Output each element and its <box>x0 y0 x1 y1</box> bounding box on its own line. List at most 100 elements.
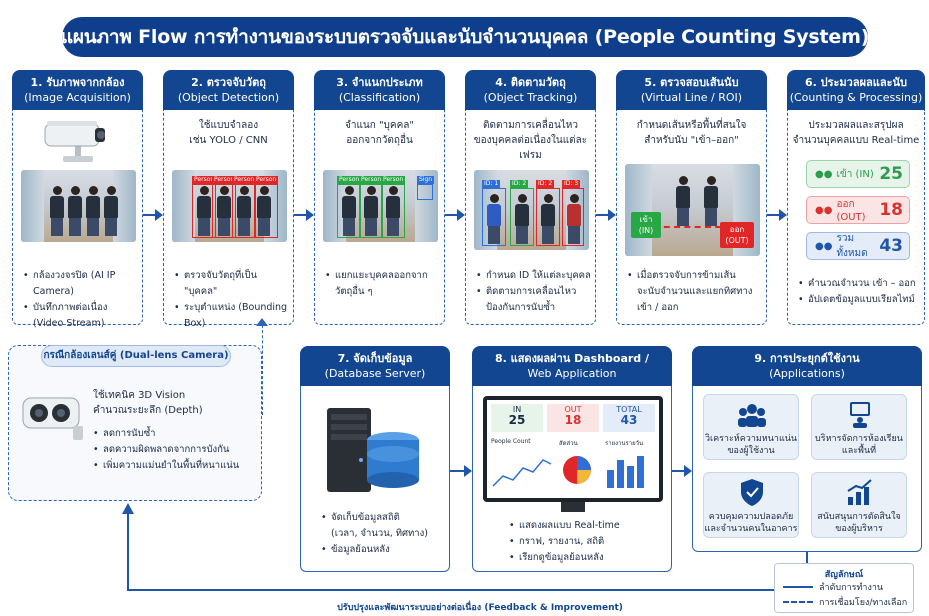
step-8-panel: IN 25 OUT 18 TOTAL 43 People Count สัดส่… <box>472 386 672 572</box>
mini-charts <box>492 456 644 488</box>
step-6-subtitle: (Counting & Processing) <box>789 91 923 104</box>
in-label-en: (IN) <box>638 226 654 235</box>
chart-title-pie: สัดส่วน <box>559 440 578 447</box>
app-decision-label: สนับสนุนการตัดสินใจ <box>817 512 901 522</box>
track-id: ID: 2 <box>536 180 555 188</box>
step-2-photo: Person Person Person Person <box>172 170 287 242</box>
step-1-title: 1. รับภาพจากกล้อง <box>30 76 125 89</box>
tracking-box: ID: 2 <box>536 180 560 246</box>
step-2-header: 2. ตรวจจับวัตถุ (Object Detection) <box>163 70 294 110</box>
step-3-bullet: แยกแยะบุคคลออกจาก <box>325 268 428 284</box>
app-density-label-2: ของผู้ใช้งาน <box>727 446 775 456</box>
kpi-total-value: 43 <box>620 413 638 427</box>
legend: สัญลักษณ์ ลำดับการทำงาน การเชื่อมโยง/ทาง… <box>774 563 914 613</box>
app-density: วิเคราะห์ความหนาแน่น ของผู้ใช้งาน <box>703 394 799 460</box>
page-title: แผนภาพ Flow การทำงานของระบบตรวจจับและนับ… <box>61 17 869 57</box>
step-2-panel: ใช้แบบจำลอง เช่น YOLO / CNN Person Perso… <box>163 110 294 329</box>
count-in-value: 25 <box>879 164 903 184</box>
in-label: เข้า <box>639 215 653 224</box>
count-total-value: 43 <box>879 236 903 256</box>
tracking-box: ID: 3 <box>562 180 584 246</box>
legend-title: สัญลักษณ์ <box>824 570 864 580</box>
group-icon <box>738 404 766 427</box>
chart-title-line: People Count <box>491 438 531 445</box>
step-8-header: 8. แสดงผลผ่าน Dashboard / Web Applicatio… <box>472 346 672 386</box>
ip-camera-icon <box>44 121 105 162</box>
growth-chart-icon <box>847 479 872 505</box>
kpi-total-label: TOTAL <box>616 405 642 414</box>
monitor: IN 25 OUT 18 TOTAL 43 People Count สัดส่… <box>483 396 663 502</box>
track-id: ID: 3 <box>562 180 581 188</box>
step-4-panel: ติดตามการเคลื่อนไหว ของบุคคลต่อเนื่องในแ… <box>465 110 596 325</box>
step-5-bullet: เมื่อตรวจจับการข้ามเส้น <box>627 268 752 284</box>
bounding-box: Person <box>381 176 406 238</box>
people-icon: ●● <box>815 240 833 252</box>
step-1-bullet: บันทึกภาพต่อเนื่อง <box>23 300 142 316</box>
step-4-desc: ของบุคคลต่อเนื่องในแต่ละเฟรม <box>473 135 588 161</box>
app-classroom-label: บริหารจัดการห้องเรียน <box>815 434 903 444</box>
step-1-panel: กล้องวงจรปิด (AI IP Camera) บันทึกภาพต่อ… <box>12 110 143 329</box>
kpi-in-value: 25 <box>508 413 526 427</box>
bounding-box: Person <box>359 176 384 238</box>
step-6-panel: ประมวลผลและสรุปผล จำนวนบุคคลแบบ Real-tim… <box>787 110 925 325</box>
step-7-bullet: จัดเก็บข้อมูลสถิติ <box>321 510 428 526</box>
people-icon: ●● <box>815 204 833 216</box>
step-1-bullet: (Video Stream) <box>33 318 105 329</box>
box-label: Person <box>359 176 384 184</box>
count-out-label: ออก (OUT) <box>836 199 866 223</box>
flow-arrow <box>445 209 465 221</box>
step-6-bullet: คำนวณจำนวน เข้า – ออก <box>798 276 916 292</box>
step-5-desc: กำหนดเส้นหรือพื้นที่สนใจ <box>636 120 747 131</box>
tracking-box: ID: 1 <box>482 180 506 246</box>
step-7-bullet: ข้อมูลย้อนหลัง <box>321 542 428 558</box>
dual-lens-bullet: ลดการนับซ้ำ <box>93 426 239 442</box>
legend-dashed-arrow-icon <box>783 601 813 603</box>
link-arrowhead <box>256 318 268 326</box>
step-8-bullet: กราฟ, รายงาน, สถิติ <box>509 534 620 550</box>
step-6-bullet: อัปเดตข้อมูลแบบเรียลไทม์ <box>798 292 916 308</box>
flow-arrow <box>672 465 692 477</box>
step-9-title: 9. การประยุกต์ใช้งาน <box>754 352 860 365</box>
step-9-header: 9. การประยุกต์ใช้งาน (Applications) <box>692 346 922 386</box>
step-3-panel: จำแนก "บุคคล" ออกจากวัตถุอื่น Person Per… <box>314 110 445 325</box>
step-7-title: 7. จัดเก็บข้อมูล <box>337 352 413 365</box>
legend-solid-arrow-icon <box>783 586 813 588</box>
feedback-label: ปรับปรุงและพัฒนาระบบอย่างต่อเนื่อง (Feed… <box>337 603 623 613</box>
dual-lens-panel: กรณีกล้องเลนส์คู่ (Dual-lens Camera) ใช้… <box>8 345 262 501</box>
dual-lens-desc: ใช้เทคนิค 3D Vision <box>93 390 186 401</box>
link-line <box>262 325 263 415</box>
dual-lens-camera-icon <box>22 397 83 440</box>
step-7-header: 7. จัดเก็บข้อมูล (Database Server) <box>300 346 450 386</box>
count-out-card: ●● ออก (OUT) 18 <box>806 196 910 224</box>
step-5-panel: กำหนดเส้นหรือพื้นที่สนใจ สำหรับนับ "เข้า… <box>616 110 767 325</box>
bounding-box: Person <box>212 176 237 238</box>
box-label: Person <box>232 176 257 184</box>
kpi-out: OUT 18 <box>547 404 599 432</box>
box-label: Person <box>212 176 237 184</box>
kpi-total: TOTAL 43 <box>603 404 655 432</box>
step-2-title: 2. ตรวจจับวัตถุ <box>191 76 266 89</box>
step-4-bullet: ติดตามการเคลื่อนไหว <box>476 284 591 300</box>
step-4-bullet: กำหนด ID ให้แต่ละบุคคล <box>476 268 591 284</box>
app-classroom-label-2: และพื้นที่ <box>841 446 877 456</box>
app-decision-label-2: ของผู้บริหาร <box>835 524 883 534</box>
step-6-title: 6. ประมวลผลและนับ <box>804 76 908 89</box>
step-3-title: 3. จำแนกประเภท <box>336 76 423 89</box>
step-7-subtitle: (Database Server) <box>324 367 426 380</box>
box-label: Person <box>381 176 406 184</box>
count-in-label: เข้า (IN) <box>836 168 874 180</box>
step-2-bullet: ระบุตำแหน่ง (Bounding Box) <box>174 300 293 332</box>
box-label: Person <box>254 176 279 184</box>
step-6-desc: ประมวลผลและสรุปผล <box>808 120 904 131</box>
flow-arrow <box>767 209 787 221</box>
out-label: ออก <box>729 225 745 234</box>
step-4-header: 4. ติดตามวัตถุ (Object Tracking) <box>465 70 596 110</box>
count-total-label: รวมทั้งหมด <box>836 233 868 259</box>
app-density-label: วิเคราะห์ความหนาแน่น <box>704 434 798 444</box>
track-id: ID: 2 <box>510 180 529 188</box>
step-2-desc: เช่น YOLO / CNN <box>189 135 268 146</box>
bounding-box: Person <box>232 176 257 238</box>
box-label: Sign <box>417 176 435 184</box>
step-2-bullet: ตรวจจับวัตถุที่เป็น "บุคคล" <box>174 268 293 300</box>
step-3-desc: จำแนก "บุคคล" <box>344 120 415 131</box>
